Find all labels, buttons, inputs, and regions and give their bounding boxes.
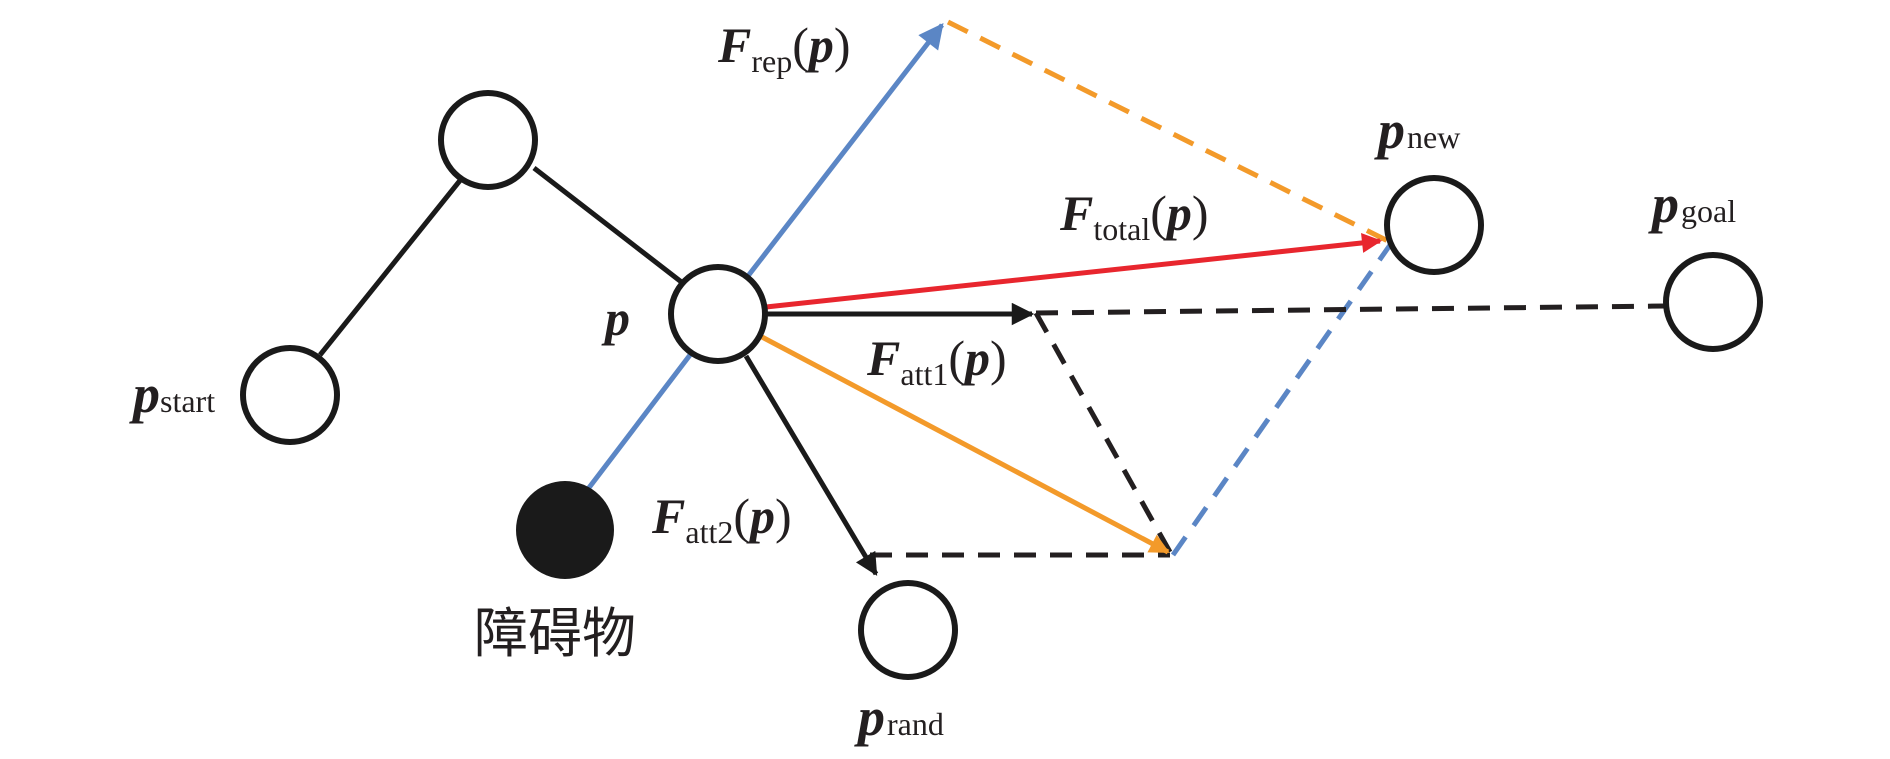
tree-edge-start-parent [318, 176, 464, 357]
label-p-new: pnew [1374, 100, 1460, 160]
node-p [668, 264, 768, 364]
black-dashed-diagonal [1033, 311, 1173, 554]
label-p-goal: pgoal [1648, 174, 1736, 234]
repulsive-force-arrow [746, 23, 944, 278]
tree-edge-parent-p [532, 166, 686, 286]
label-p: p [601, 290, 630, 346]
label-obstacle: 障碍物 [474, 604, 636, 664]
node-parent [438, 90, 538, 190]
resultant-att-force-arrow [760, 334, 1170, 555]
label-f-att2: Fatt2(p) [651, 488, 792, 550]
obstacle [516, 481, 614, 579]
node-start [240, 345, 340, 445]
att2-force-arrow [743, 354, 879, 576]
label-f-att1: Fatt1(p) [866, 330, 1007, 392]
total-force-arrow [765, 232, 1382, 310]
repulsive-line-lower [586, 353, 692, 491]
orange-dashed-parallel [946, 19, 1390, 244]
node-new [1384, 175, 1484, 275]
label-f-rep: Frep(p) [717, 17, 851, 79]
blue-dashed-parallel [1170, 243, 1393, 557]
node-goal [1663, 252, 1763, 352]
label-p-rand: prand [854, 687, 944, 747]
node-rand [858, 580, 958, 680]
label-f-total: Ftotal(p) [1059, 185, 1209, 247]
black-dashed-to-goal [1035, 303, 1667, 316]
label-p-start: pstart [129, 364, 215, 424]
